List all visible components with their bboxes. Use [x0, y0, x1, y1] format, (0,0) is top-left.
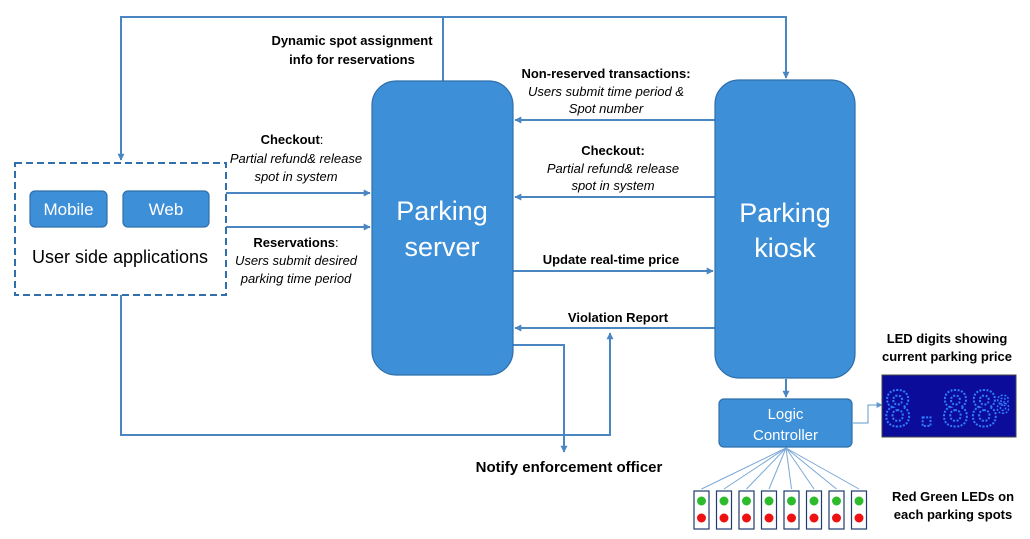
red-led-8 — [854, 513, 864, 523]
user-apps-bottom-line — [120, 295, 614, 436]
fan-line-2 — [723, 447, 787, 490]
dynamic-label-line1: Dynamic spot assignment — [271, 33, 433, 48]
server-label-line1: Parking — [396, 196, 488, 226]
dynamic-label-line2: info for reservations — [289, 52, 415, 67]
green-led-5 — [787, 496, 796, 506]
logic-label-line2: Controller — [753, 427, 818, 444]
dynamic-assignment-line-left — [117, 16, 444, 161]
server-label-line2: server — [404, 232, 479, 262]
red-led-7 — [832, 513, 841, 523]
led-digits-label-line2: current parking price — [882, 349, 1012, 364]
fan-line-7 — [785, 447, 837, 490]
nonreserved-title: Non-reserved transactions: — [521, 66, 690, 81]
red-green-label-line1: Red Green LEDs on — [892, 489, 1014, 504]
fan-line-6 — [785, 447, 815, 490]
web-label: Web — [149, 200, 184, 219]
parking-server-node[interactable] — [371, 80, 514, 376]
kiosk-label-line2: kiosk — [754, 233, 816, 263]
fan-line-5 — [785, 447, 792, 490]
red-led-6 — [809, 513, 819, 523]
nonreserved-line1: Users submit time period & — [528, 84, 684, 99]
update-price-label: Update real-time price — [543, 252, 680, 267]
led-display-small-digit: 8 — [996, 391, 1010, 419]
fan-line-4 — [768, 447, 787, 490]
parking-kiosk-node[interactable] — [714, 79, 856, 379]
spot-leds-group — [693, 490, 868, 530]
green-led-2 — [719, 496, 729, 506]
green-led-7 — [832, 496, 841, 506]
red-led-5 — [787, 513, 796, 523]
mobile-label: Mobile — [43, 200, 93, 219]
green-led-4 — [764, 496, 774, 506]
fan-line-3 — [746, 447, 787, 490]
checkout-right-title: Checkout: — [581, 143, 645, 158]
led-digits-label-line1: LED digits showing — [887, 331, 1008, 346]
checkout-right-line2: spot in system — [571, 178, 654, 193]
dynamic-assignment-line-right — [443, 16, 790, 79]
kiosk-label-line1: Parking — [739, 198, 831, 228]
green-led-8 — [854, 496, 864, 506]
logic-controller-node[interactable] — [718, 398, 853, 448]
red-led-1 — [697, 513, 706, 523]
red-green-label-line2: each parking spots — [894, 507, 1012, 522]
green-led-3 — [742, 496, 751, 506]
nonreserved-line2: Spot number — [569, 101, 644, 116]
checkout-left-title: Checkout: — [261, 132, 324, 147]
checkout-left-line1: Partial refund& release — [230, 151, 362, 166]
red-led-3 — [742, 513, 751, 523]
fan-line-1 — [701, 447, 787, 490]
checkout-left-line2: spot in system — [254, 169, 337, 184]
red-led-4 — [764, 513, 774, 523]
fan-out-lines — [701, 447, 860, 490]
user-apps-label: User side applications — [32, 247, 208, 267]
fan-line-8 — [785, 447, 860, 490]
red-led-2 — [719, 513, 729, 523]
web-node[interactable] — [122, 190, 210, 228]
reservations-line2: parking time period — [240, 271, 352, 286]
mobile-node[interactable] — [29, 190, 108, 228]
led-display-digits: 8.88 — [883, 382, 999, 438]
user-apps-container — [14, 162, 227, 296]
reservations-line1: Users submit desired — [235, 253, 358, 268]
led-display — [881, 374, 1017, 438]
logic-label-line1: Logic — [768, 406, 804, 423]
logic-to-led-line — [853, 402, 883, 424]
checkout-right-line1: Partial refund& release — [547, 161, 679, 176]
violation-label: Violation Report — [568, 310, 669, 325]
notify-officer-arrow — [513, 344, 568, 453]
green-led-6 — [809, 496, 819, 506]
green-led-1 — [697, 496, 706, 506]
notify-officer-label: Notify enforcement officer — [476, 459, 663, 476]
reservations-title: Reservations: — [253, 235, 338, 250]
